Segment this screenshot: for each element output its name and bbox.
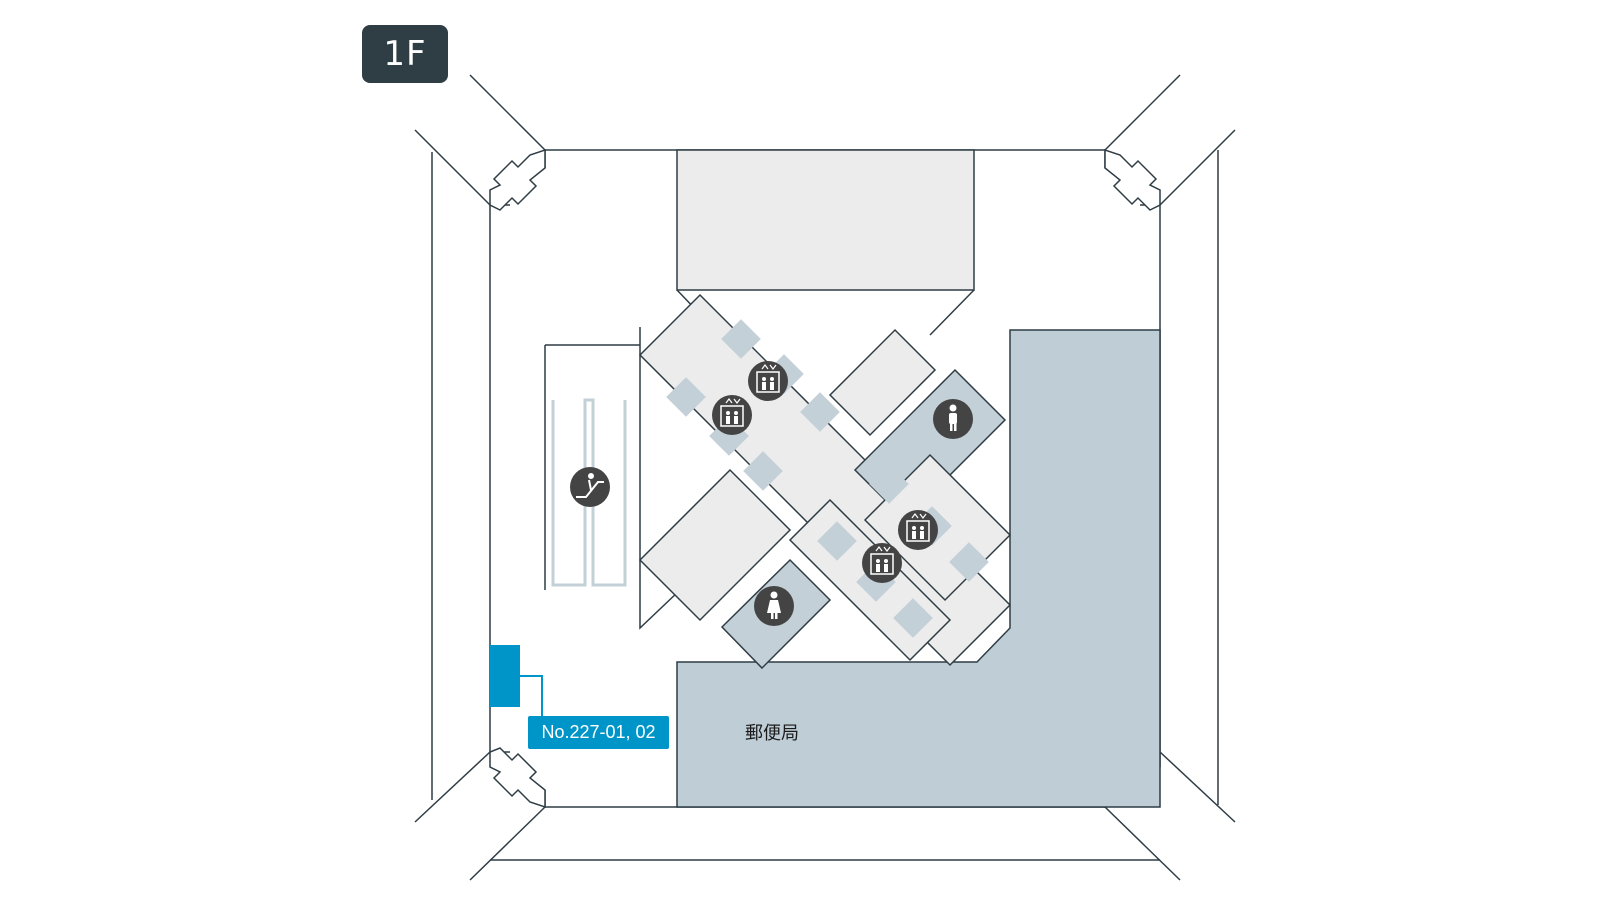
floor-label: 1F <box>362 25 448 83</box>
x-corridors <box>638 293 1012 670</box>
locker-number-label[interactable]: No.227-01, 02 <box>528 716 669 749</box>
lockers <box>490 645 543 716</box>
womens-restroom-icon <box>754 586 794 626</box>
elevator-icon <box>712 395 752 435</box>
post-office-label: 郵便局 <box>745 723 799 744</box>
escalator-area <box>544 344 640 590</box>
elevator-icon <box>862 543 902 583</box>
mens-restroom-icon <box>933 399 973 439</box>
elevator-icon <box>748 361 788 401</box>
escalator-icon <box>570 467 610 507</box>
floor-tiles <box>666 319 989 638</box>
column-top-right <box>1104 148 1161 211</box>
corridor-ne-stub <box>828 328 937 437</box>
locker-box-02 <box>490 676 520 707</box>
column-bottom-left <box>489 747 546 809</box>
locker-box-01 <box>490 645 520 676</box>
column-top-left <box>489 148 546 211</box>
corridor-sw <box>638 468 792 622</box>
elevator-icon <box>898 510 938 550</box>
left-triangle <box>639 327 681 630</box>
top-room <box>676 149 975 291</box>
post-office-area <box>676 329 1161 808</box>
locker-leader-line <box>520 675 543 716</box>
